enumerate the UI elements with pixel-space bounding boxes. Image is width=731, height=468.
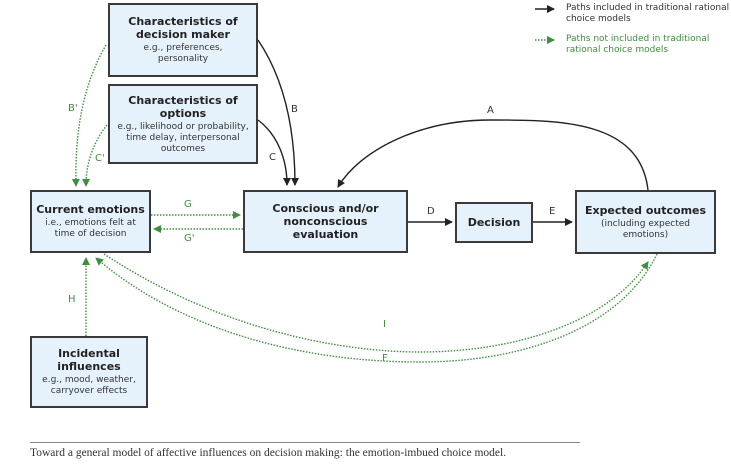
legend-dotted-label: Paths not included in traditional ration… — [566, 34, 710, 55]
node-title: Decision — [467, 216, 521, 229]
node-sub: e.g., preferences, personality — [143, 43, 223, 64]
arrow-b-prime — [71, 44, 107, 187]
path-label-g-prime: G' — [184, 233, 195, 244]
arrow-c — [257, 119, 291, 186]
path-label-c-prime: C' — [95, 153, 105, 164]
legend-solid-label: Paths included in traditional rational c… — [566, 3, 730, 24]
path-label-i: I — [383, 319, 386, 330]
node-options: Characteristics of options e.g., likelih… — [108, 84, 258, 164]
node-decision: Decision — [455, 202, 533, 243]
arrow-f — [95, 253, 658, 363]
path-label-b: B — [291, 104, 298, 115]
node-incidental-influences: Incidental influences e.g., mood, weathe… — [30, 336, 148, 408]
caption-divider — [30, 442, 580, 443]
node-sub: i.e., emotions felt at time of decision — [45, 218, 136, 239]
node-expected-outcomes: Expected outcomes (including expected em… — [575, 190, 716, 254]
node-sub: e.g., likelihood or probability, time de… — [117, 121, 249, 154]
node-decision-maker: Characteristics of decision maker e.g., … — [108, 3, 258, 77]
node-title: Current emotions — [36, 203, 145, 216]
path-label-g: G — [184, 199, 192, 210]
arrow-b — [257, 39, 299, 186]
arrow-c-prime — [82, 124, 108, 187]
node-current-emotions: Current emotions i.e., emotions felt at … — [30, 190, 151, 253]
path-label-e: E — [549, 206, 556, 217]
path-label-d: D — [427, 206, 435, 217]
legend-lines — [535, 5, 555, 44]
path-label-h: H — [68, 294, 76, 305]
node-sub: e.g., mood, weather, carryover effects — [42, 375, 136, 396]
path-label-c: C — [269, 152, 276, 163]
arrow-i — [103, 253, 649, 353]
node-evaluation: Conscious and/or nonconscious evaluation — [243, 190, 408, 253]
node-title: Incidental influences — [57, 347, 121, 373]
node-sub: (including expected emotions) — [600, 218, 691, 240]
node-title: Characteristics of decision maker — [128, 15, 238, 41]
path-label-a: A — [487, 105, 494, 116]
figure-caption: Toward a general model of affective infl… — [30, 447, 507, 459]
arrow-a — [337, 119, 649, 191]
path-label-b-prime: B' — [68, 103, 78, 114]
node-title: Conscious and/or nonconscious evaluation — [272, 202, 379, 241]
path-label-f: F — [382, 353, 388, 364]
node-title: Characteristics of options — [128, 93, 238, 120]
node-title: Expected outcomes — [584, 203, 707, 217]
